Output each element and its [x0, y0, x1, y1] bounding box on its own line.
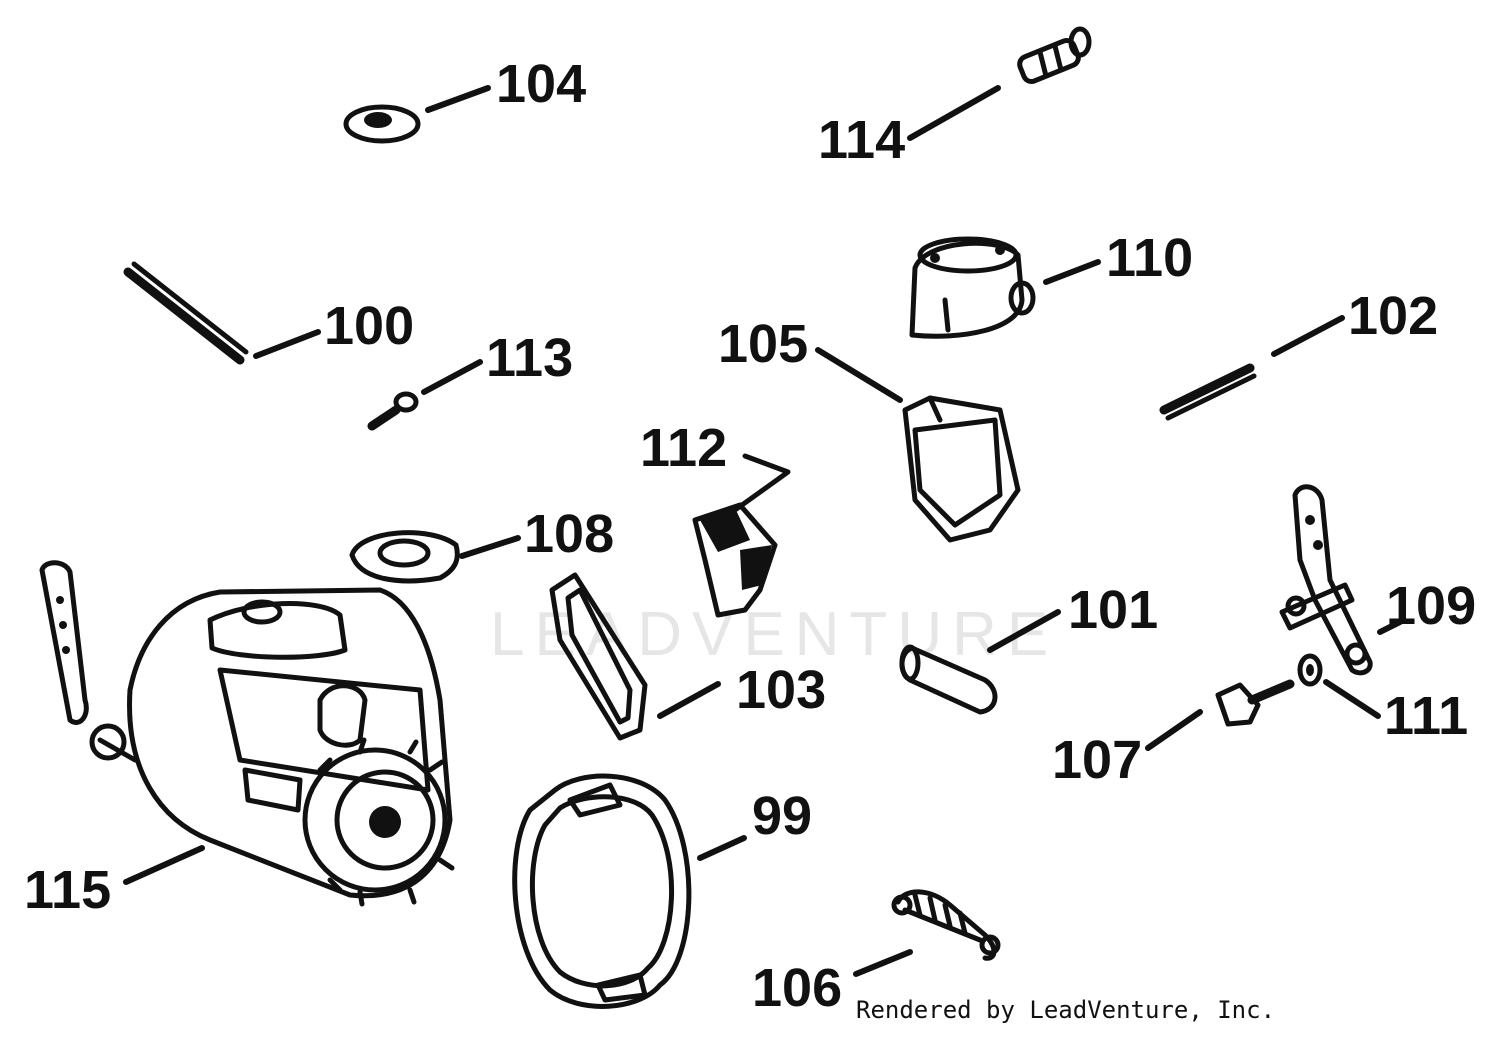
leader-99 — [697, 835, 747, 861]
part-112-clip[interactable] — [692, 453, 791, 618]
part-101-sleeve[interactable] — [899, 644, 998, 715]
callout-109: 109 — [1386, 576, 1476, 636]
credit-text: Rendered by LeadVenture, Inc. — [856, 996, 1275, 1024]
callout-102: 102 — [1348, 286, 1438, 346]
callout-105: 105 — [718, 314, 808, 374]
callout-107: 107 — [1052, 730, 1142, 790]
part-106-spring[interactable] — [891, 889, 1001, 961]
callout-113: 113 — [486, 328, 573, 388]
watermark-text: LEADVENTURE — [490, 600, 1058, 669]
leader-109 — [1377, 619, 1403, 635]
part-111-washer[interactable] — [1297, 653, 1323, 687]
leader-108 — [459, 535, 521, 559]
leader-113 — [421, 359, 483, 395]
part-113-screw[interactable] — [367, 391, 419, 431]
callout-99: 99 — [752, 786, 812, 846]
callout-104: 104 — [496, 54, 586, 114]
callout-100: 100 — [324, 296, 414, 356]
part-99-gasket[interactable] — [512, 773, 692, 1009]
leader-105 — [815, 347, 903, 403]
part-107-bolt[interactable] — [1215, 679, 1295, 727]
leader-110 — [1043, 259, 1101, 285]
callout-115: 115 — [24, 860, 111, 920]
leader-107 — [1145, 709, 1203, 751]
part-100-shaft[interactable] — [123, 261, 249, 365]
part-109-lever[interactable] — [1279, 484, 1373, 676]
leader-100 — [253, 329, 321, 359]
part-102-pin[interactable] — [1159, 363, 1257, 421]
callout-111: 111 — [1384, 686, 1468, 746]
callout-108: 108 — [524, 504, 614, 564]
callout-103: 103 — [736, 660, 826, 720]
part-103-gasket[interactable] — [549, 572, 648, 741]
callout-106: 106 — [752, 958, 842, 1018]
callout-101: 101 — [1068, 580, 1158, 640]
leader-111 — [1323, 679, 1381, 719]
part-114-fitting[interactable] — [1017, 26, 1092, 85]
part-108-gasket[interactable] — [349, 530, 460, 584]
part-115-carburetor-body[interactable] — [39, 560, 455, 907]
part-110-housing[interactable] — [909, 236, 1036, 339]
leader-114 — [907, 85, 1001, 141]
leader-102 — [1271, 315, 1345, 357]
leader-103 — [657, 681, 721, 719]
callout-112: 112 — [640, 418, 727, 478]
part-105-bowl[interactable] — [902, 395, 1021, 543]
leader-106 — [853, 949, 913, 977]
callout-110: 110 — [1106, 228, 1193, 288]
leader-101 — [987, 609, 1061, 653]
callout-114: 114 — [818, 110, 905, 170]
leader-104 — [425, 85, 491, 113]
part-104-plug[interactable] — [343, 104, 421, 144]
leader-115 — [123, 845, 205, 885]
